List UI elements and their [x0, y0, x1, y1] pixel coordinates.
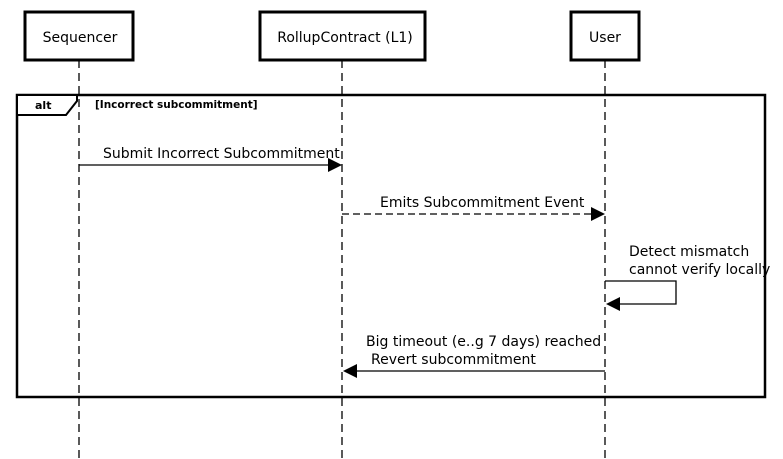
- alt-frame-tab: [16, 94, 78, 116]
- participant-label-user: User: [589, 30, 621, 46]
- message-submit-incorrect-subcommitment: Submit Incorrect Subcommitment: [79, 146, 342, 172]
- arrow-head: [343, 364, 357, 378]
- participant-sequencer: Sequencer: [23, 10, 135, 62]
- alt-frame-operator: alt: [35, 99, 51, 112]
- message-label: Submit Incorrect Subcommitment: [103, 146, 340, 162]
- participant-label-sequencer: Sequencer: [43, 30, 118, 46]
- message-label-line-2: Revert subcommitment: [371, 352, 536, 368]
- alt-frame-guard: [Incorrect subcommitment]: [95, 99, 258, 111]
- participant-user: User: [569, 10, 641, 62]
- alt-frame: alt [Incorrect subcommitment]: [15, 93, 767, 399]
- message-label-line-2: cannot verify locally: [629, 262, 770, 278]
- participant-box-sequencer: [23, 10, 135, 62]
- participant-label-rollup-contract: RollupContract (L1): [277, 30, 413, 46]
- message-emits-subcommitment-event: Emits Subcommitment Event: [342, 195, 605, 221]
- message-revert-subcommitment: Big timeout (e..g 7 days) reached Revert…: [343, 334, 605, 378]
- message-label-line-1: Big timeout (e..g 7 days) reached: [366, 334, 601, 350]
- participant-rollup-contract: RollupContract (L1): [258, 10, 427, 62]
- message-detect-mismatch: Detect mismatch cannot verify locally: [605, 244, 770, 311]
- message-label-line-1: Detect mismatch: [629, 244, 749, 260]
- participant-box-rollup-contract: [258, 10, 427, 62]
- message-label: Emits Subcommitment Event: [380, 195, 585, 211]
- participant-box-user: [569, 10, 641, 62]
- alt-frame-border: [15, 93, 767, 399]
- arrow-head: [591, 207, 605, 221]
- arrow-head: [606, 297, 620, 311]
- message-line: [605, 280, 677, 305]
- arrow-head: [328, 158, 342, 172]
